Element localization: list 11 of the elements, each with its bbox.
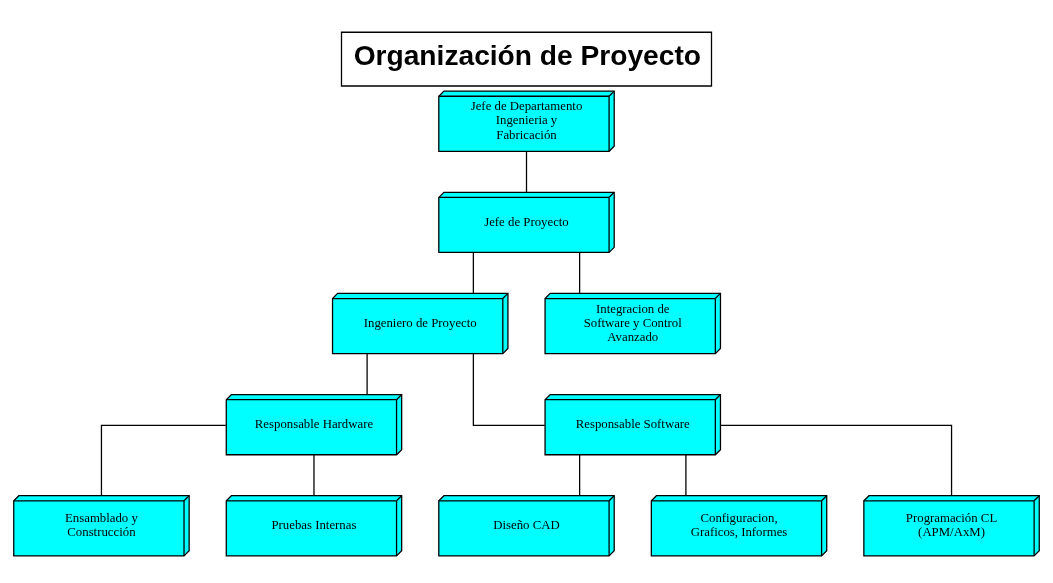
diagram-title: Organización de Proyecto (353, 40, 702, 72)
connector (579, 454, 581, 497)
connector (472, 252, 474, 294)
connector (579, 252, 581, 294)
connector (720, 424, 953, 497)
connector (313, 454, 315, 497)
connector (366, 353, 368, 395)
connector (100, 424, 227, 497)
connector (472, 353, 546, 426)
connector (525, 150, 528, 193)
connector (685, 454, 687, 497)
